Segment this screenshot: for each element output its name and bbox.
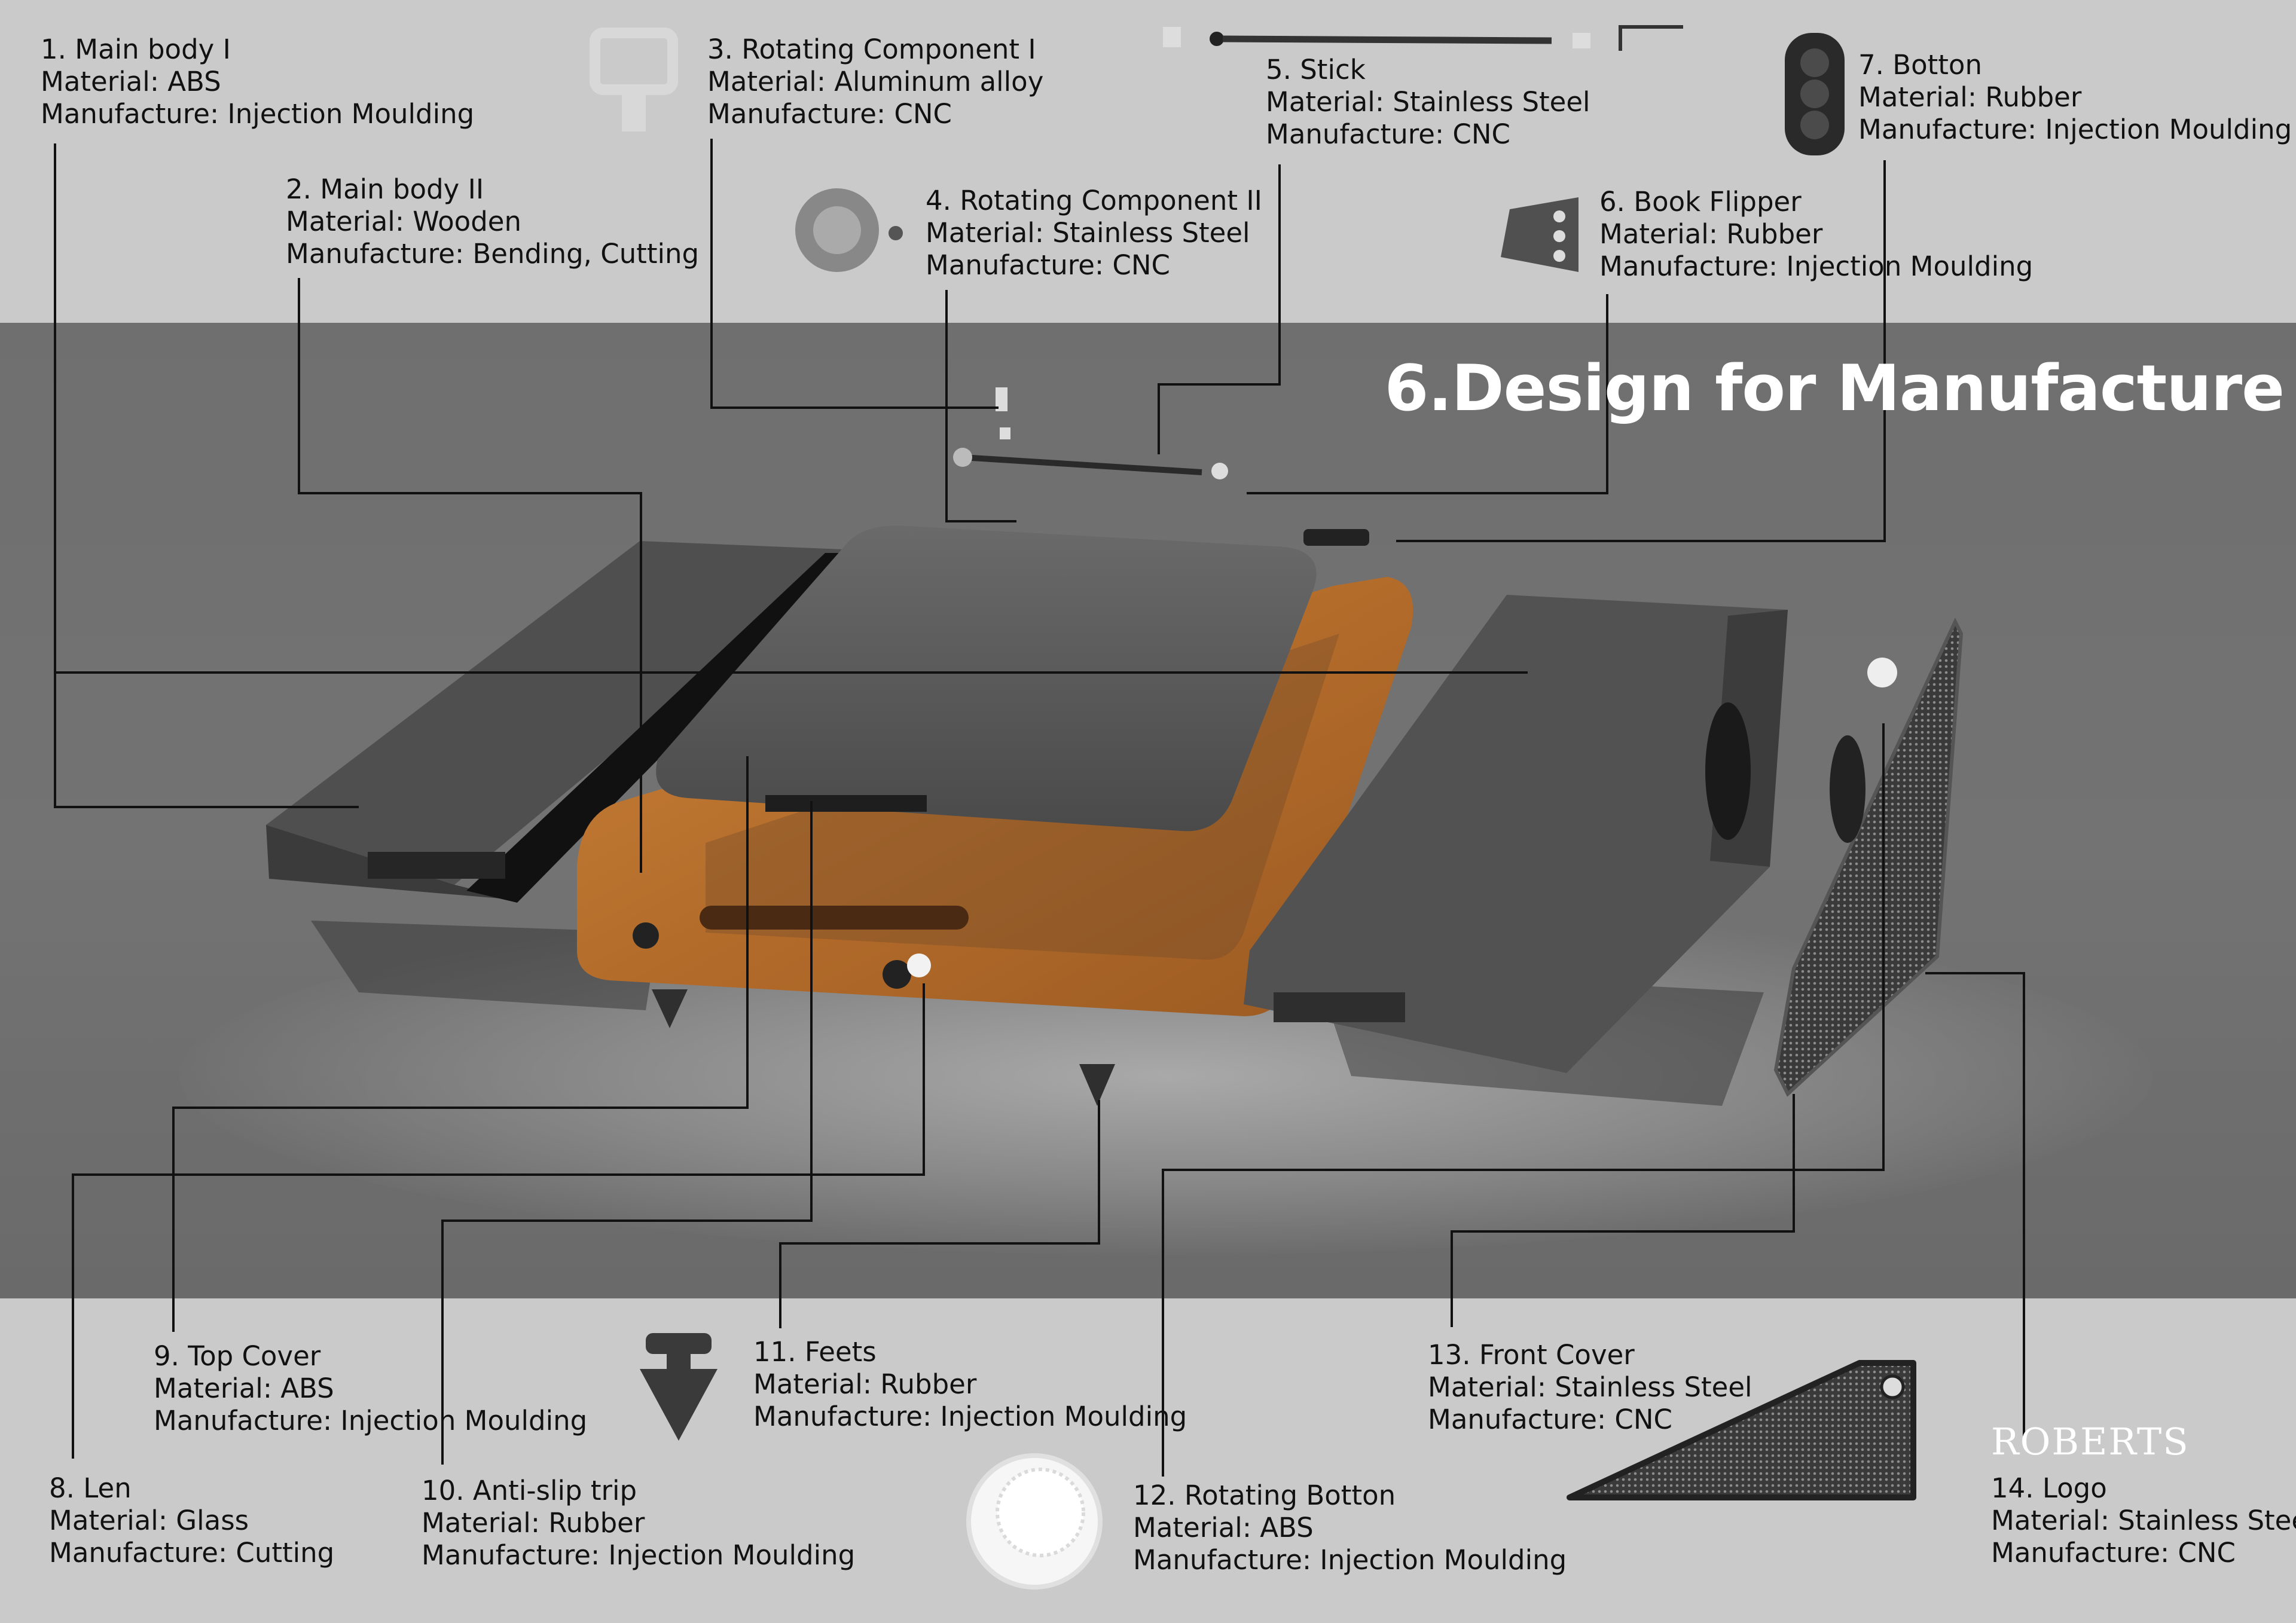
book-flipper-icon — [1501, 197, 1578, 272]
part-name: 2. Main body II — [286, 173, 484, 205]
part-material: Material: Rubber — [422, 1507, 645, 1539]
part-manufacture: Manufacture: Injection Moulding — [753, 1401, 1187, 1432]
part-material: Material: Rubber — [1858, 81, 2082, 113]
part-material: Material: Stainless Steel — [926, 217, 1250, 249]
part-name: 5. Stick — [1266, 54, 1366, 85]
leader-lines — [54, 139, 2025, 1477]
part-name: 12. Rotating Botton — [1133, 1480, 1396, 1511]
part-material: Material: Stainless Steel — [1428, 1371, 1752, 1403]
part-label-4: 4. Rotating Component II Material: Stain… — [926, 185, 1262, 282]
part-material: Material: Stainless Steel — [1991, 1505, 2296, 1536]
part-material: Material: Rubber — [1599, 218, 1823, 250]
page-title: 6.Design for Manufacture — [1384, 352, 2285, 425]
part-manufacture: Manufacture: CNC — [926, 249, 1170, 281]
part-label-8: 8. Len Material: Glass Manufacture: Cutt… — [49, 1472, 334, 1569]
part-material: Material: ABS — [1133, 1512, 1314, 1543]
part-manufacture: Manufacture: Injection Moulding — [1133, 1544, 1567, 1576]
part-material: Material: Aluminum alloy — [707, 66, 1044, 97]
feet-icon — [640, 1333, 718, 1441]
part-material: Material: ABS — [154, 1373, 334, 1404]
part-name: 4. Rotating Component II — [926, 185, 1262, 216]
rotating-component-1-icon — [590, 27, 678, 132]
part-manufacture: Manufacture: Injection Moulding — [1858, 114, 2292, 145]
front-cover-icon — [1567, 1360, 1916, 1500]
part-label-3: 3. Rotating Component I Material: Alumin… — [707, 33, 1043, 130]
stick-assembly-part — [953, 387, 1369, 546]
logo-wordmark: ROBERTS — [1991, 1420, 2190, 1463]
main-body-right-part — [1244, 595, 1788, 1073]
part-name: 6. Book Flipper — [1599, 186, 1802, 218]
part-name: 8. Len — [49, 1472, 132, 1504]
top-cover-part — [656, 525, 1317, 832]
part-manufacture: Manufacture: CNC — [707, 98, 952, 130]
part-label-14: 14. Logo Material: Stainless Steel Manuf… — [1991, 1472, 2296, 1569]
part-material: Material: Wooden — [286, 206, 521, 237]
part-name: 11. Feets — [753, 1336, 877, 1368]
part-name: 1. Main body I — [41, 33, 231, 65]
part-material: Material: Glass — [49, 1505, 249, 1536]
part-label-10: 10. Anti-slip trip Material: Rubber Manu… — [422, 1475, 855, 1572]
part-manufacture: Manufacture: CNC — [1991, 1537, 2236, 1569]
part-manufacture: Manufacture: Bending, Cutting — [286, 238, 700, 270]
part-name: 10. Anti-slip trip — [422, 1475, 637, 1506]
feet-part — [633, 922, 1115, 1106]
part-name: 3. Rotating Component I — [707, 33, 1036, 65]
part-manufacture: Manufacture: Injection Moulding — [154, 1405, 588, 1436]
part-label-6: 6. Book Flipper Material: Rubber Manufac… — [1599, 186, 2033, 283]
front-cover-mesh-part — [1773, 618, 1964, 1097]
part-manufacture: Manufacture: Cutting — [49, 1537, 335, 1569]
part-label-7: 7. Botton Material: Rubber Manufacture: … — [1858, 49, 2292, 146]
part-manufacture: Manufacture: Injection Moulding — [1599, 250, 2034, 282]
part-label-1: 1. Main body I Material: ABS Manufacture… — [41, 33, 474, 130]
rotating-button-icon — [966, 1453, 1103, 1590]
part-name: 9. Top Cover — [154, 1340, 321, 1372]
button-icon — [1785, 33, 1845, 155]
part-material: Material: ABS — [41, 66, 221, 97]
part-label-13: 13. Front Cover Material: Stainless Stee… — [1428, 1339, 1752, 1436]
part-manufacture: Manufacture: Injection Moulding — [422, 1539, 856, 1571]
part-manufacture: Manufacture: CNC — [1428, 1404, 1672, 1435]
part-name: 7. Botton — [1858, 49, 1982, 81]
part-name: 14. Logo — [1991, 1472, 2107, 1504]
part-label-9: 9. Top Cover Material: ABS Manufacture: … — [154, 1340, 587, 1437]
part-material: Material: Rubber — [753, 1368, 977, 1400]
rotating-component-2-icon — [795, 188, 903, 272]
part-manufacture: Manufacture: CNC — [1266, 118, 1510, 150]
part-name: 13. Front Cover — [1428, 1339, 1635, 1371]
part-label-2: 2. Main body II Material: Wooden Manufac… — [286, 173, 699, 270]
stick-icon — [1163, 25, 1683, 51]
part-manufacture: Manufacture: Injection Moulding — [41, 98, 475, 130]
part-label-11: 11. Feets Material: Rubber Manufacture: … — [753, 1336, 1187, 1433]
part-label-5: 5. Stick Material: Stainless Steel Manuf… — [1266, 54, 1590, 151]
part-label-12: 12. Rotating Botton Material: ABS Manufa… — [1133, 1480, 1567, 1576]
part-material: Material: Stainless Steel — [1266, 86, 1590, 118]
